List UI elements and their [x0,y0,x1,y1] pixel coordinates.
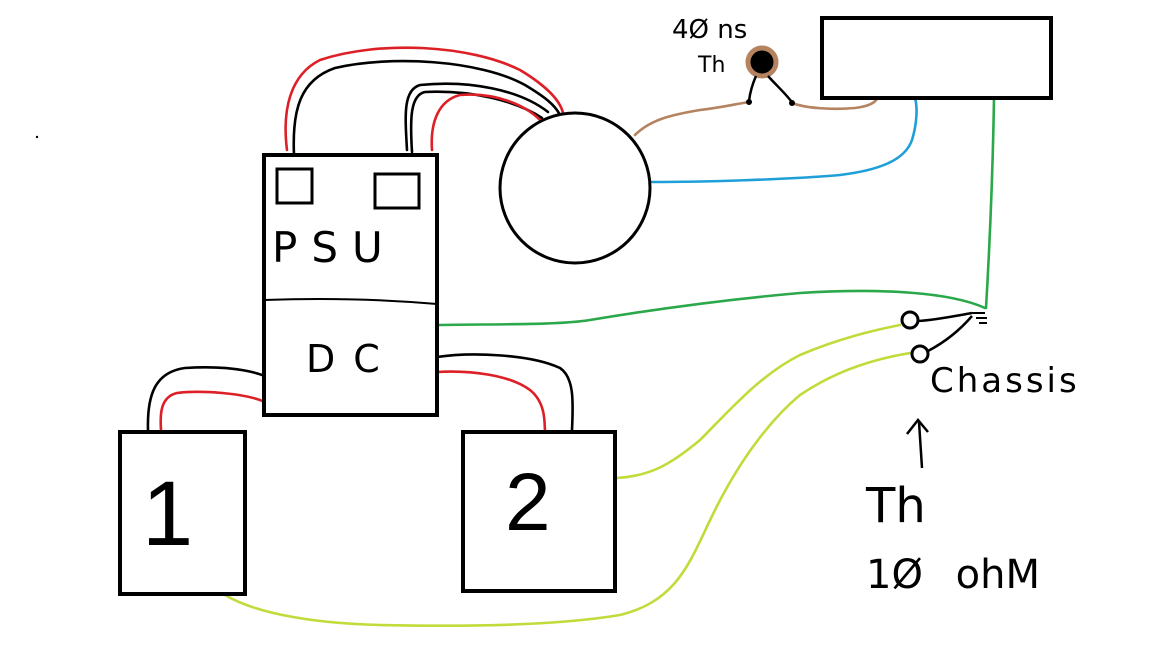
thermistor-top-icon [745,45,779,79]
psu-small-square-left [275,167,314,205]
green-wire-box-to-chassis [984,96,996,310]
black-wire-dc-to-unit2 [435,353,574,432]
blue-wire-motor-to-box [650,96,918,184]
red-wire-dc-to-unit1 [159,390,267,432]
chassis-lead-bottom [927,315,973,353]
red-wire-psu-to-motor-outer [284,46,565,152]
thermistor-top-leg-right [767,75,792,102]
dc-label: DC [306,337,398,381]
chassis-lead-top [917,311,973,323]
thermistor-top-joint-right [789,100,795,106]
yellowgreen-wire-unit2-to-chassis [615,323,902,480]
chassis-terminal-bottom [910,344,930,364]
psu-small-square-right [373,172,421,210]
thermistor-top-joint-left [746,99,752,105]
green-wire-dc-to-chassis [408,289,987,354]
top-right-box [820,16,1053,100]
psu-label: PSU [272,223,397,272]
brown-wire-motor-to-thermistor [633,100,752,137]
black-wire-psu-to-motor-outer [292,59,562,157]
unit-1-label: 1 [142,463,193,565]
arrow-up-icon [906,418,929,469]
unit-1-box [118,430,247,596]
red-wire-psu-to-motor-inner [430,93,542,152]
thermistor-top-tag: Th [697,53,725,78]
red-wire-dc-to-unit2 [435,370,547,439]
ground-icon [972,312,987,324]
motor-circle [498,111,652,265]
thermistor-bottom-rating: 1Ø ohM [866,552,1040,598]
yellowgreen-wire-unit1-to-chassis [223,351,912,627]
unit-2-box [461,430,617,593]
thermistor-top-leg-left [747,75,758,102]
thermistor-bottom-tag: Th [865,478,926,534]
brown-wire-thermistor-to-box [790,96,879,111]
chassis-label: Chassis [930,361,1080,401]
thermistor-top-rating: 4Ø ns [672,15,747,45]
black-wire-psu-to-motor-inner [404,82,550,152]
psu-divider [263,298,438,305]
chassis-terminal-top [900,310,920,330]
unit-2-label: 2 [505,457,551,548]
stray-dot [35,135,39,139]
